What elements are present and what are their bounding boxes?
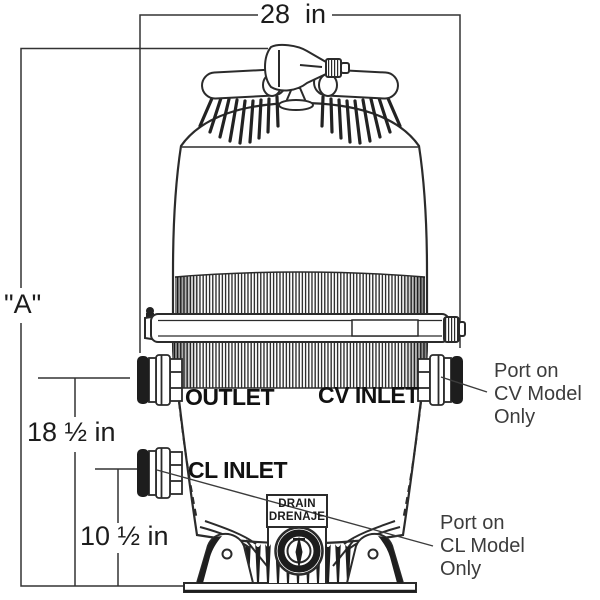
cv-port-note: Port on CV Model Only (494, 360, 582, 429)
dimension-lines (20, 14, 461, 587)
drain-label-box (266, 494, 328, 528)
cl-inlet-port (136, 447, 183, 499)
drain-label-line1: DRAIN (278, 498, 316, 510)
dim-width-label: 28 in (260, 0, 327, 29)
ports (136, 354, 464, 499)
cl-port-note: Port on CL Model Only (440, 512, 525, 581)
cv-inlet-port (417, 354, 464, 406)
leader-lines (156, 376, 488, 547)
handle-fins (198, 94, 402, 145)
cartridge-pleats (173, 271, 427, 389)
drain-label: DRAIN DRENAJE (267, 495, 327, 527)
drain-label-line2: DRENAJE (268, 511, 326, 523)
dim-cl-inlet-height-label: 10 ½ in (80, 521, 169, 551)
base-assembly (183, 494, 417, 593)
feet (195, 520, 404, 584)
cl-inlet-label: CL INLET (188, 457, 288, 483)
outlet-label: OUTLET (185, 384, 275, 410)
body-seams (178, 401, 422, 521)
clamp-ring (144, 307, 466, 343)
air-relief-valve (264, 43, 350, 111)
dim-outlet-height-label: 18 ½ in (27, 417, 116, 447)
dim-overall-height-label: "A" (4, 289, 42, 319)
cv-inlet-label: CV INLET (318, 382, 419, 408)
drain-valve (274, 526, 324, 576)
